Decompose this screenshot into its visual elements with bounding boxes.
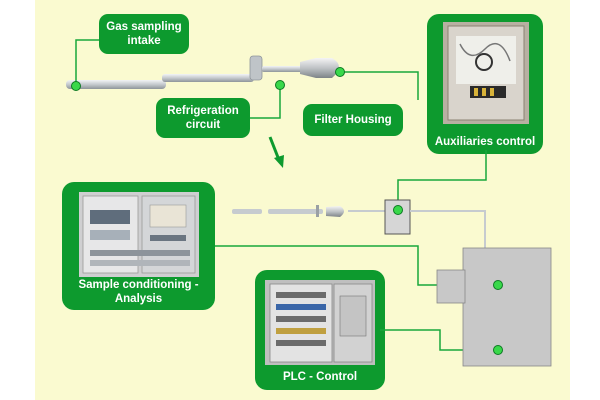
sampling-probe-top	[66, 55, 339, 89]
analysis-cabinet	[436, 247, 552, 367]
connection-nodes	[71, 67, 503, 355]
sampling-probe-bottom	[232, 205, 385, 217]
plc-photo	[265, 280, 375, 365]
flow-arrow-icon	[268, 136, 284, 168]
refrigeration-circuit-label: Refrigeration circuit	[156, 98, 250, 138]
gas-sampling-intake-label: Gas sampling intake	[99, 14, 189, 54]
plc-control-label: PLC - Control	[282, 371, 358, 383]
gas-line	[410, 210, 486, 248]
filter-housing-label: Filter Housing	[303, 104, 403, 136]
auxiliaries-control-label: Auxiliaries control	[434, 136, 536, 148]
auxiliaries-photo	[443, 22, 529, 124]
sample-conditioning-photo	[79, 192, 199, 277]
sample-conditioning-label: Sample conditioning - Analysis	[78, 279, 199, 305]
